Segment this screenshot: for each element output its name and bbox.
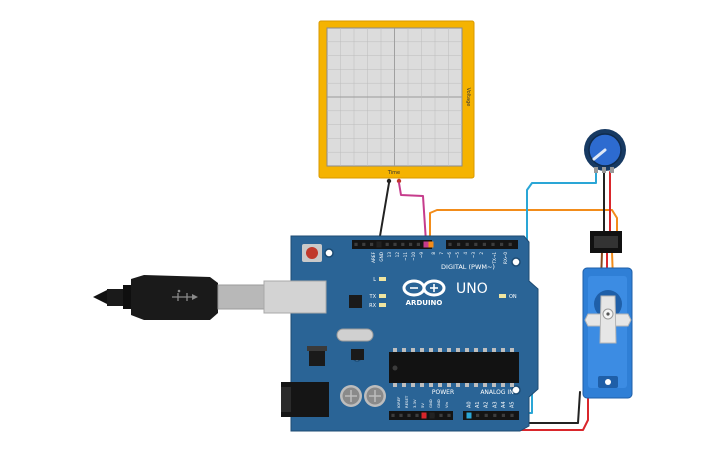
servo-motor[interactable] xyxy=(582,231,633,399)
led-tx xyxy=(379,294,386,298)
digital-pin-label: GND xyxy=(379,252,384,262)
oscilloscope-y-label: Voltage xyxy=(465,88,471,107)
digital-pin-label: RX←0 xyxy=(503,252,508,264)
digital-pin-label: ~3 xyxy=(471,252,476,259)
led-l xyxy=(379,277,386,281)
analog-pin-label: A1 xyxy=(475,401,481,408)
capacitor-2 xyxy=(364,385,386,407)
crystal-oscillator xyxy=(336,328,374,342)
digital-header-right[interactable] xyxy=(446,240,518,249)
analog-pin-label: A4 xyxy=(501,401,507,408)
power-pin-label: 3.3V xyxy=(412,399,417,408)
arduino-brand: ARDUINO xyxy=(406,299,443,307)
digital-pin-label: 4 xyxy=(463,252,468,255)
digital-header-label: DIGITAL (PWM~) xyxy=(441,263,495,271)
analog-pin-label: A5 xyxy=(510,401,516,408)
oscilloscope-x-label: Time xyxy=(387,170,400,176)
usb-controller-chip xyxy=(349,295,362,308)
wire-scope-signal[interactable] xyxy=(398,182,427,243)
power-pin-label: GND xyxy=(436,399,441,408)
digital-pin-label: ~9 xyxy=(419,252,424,259)
usb-plug-metal xyxy=(217,284,265,310)
analog-pin-label: A3 xyxy=(492,401,498,408)
arduino-infinity-logo-icon xyxy=(402,279,446,297)
voltage-regulator xyxy=(309,351,325,366)
power-header-label: POWER xyxy=(432,389,454,396)
digital-pin-label: ~10 xyxy=(411,252,416,261)
led-l-label: L xyxy=(373,277,376,283)
capacitor-1 xyxy=(340,385,362,407)
digital-pin-label: 13 xyxy=(387,252,392,258)
digital-pin-label: ~6 xyxy=(447,252,452,259)
led-rx-label: RX xyxy=(369,303,376,309)
digital-pin-label: ~5 xyxy=(455,252,460,259)
power-pin-label: 5V xyxy=(420,403,425,408)
digital-pin-label: ~11 xyxy=(403,252,408,261)
power-pin-label: RESET xyxy=(404,395,409,408)
analog-header[interactable] xyxy=(463,411,519,420)
board-usb-jack xyxy=(263,280,327,314)
digital-pin-label: 2 xyxy=(479,252,484,255)
led-rx xyxy=(379,303,386,307)
digital-pin-label: 8 xyxy=(431,252,436,255)
atmega-microcontroller xyxy=(389,352,519,383)
power-header[interactable] xyxy=(389,411,453,420)
digital-pin-label: 7 xyxy=(439,252,444,255)
wire-scope-ground[interactable] xyxy=(378,182,390,243)
digital-pin-label: 12 xyxy=(395,252,400,258)
analog-pin-label: A0 xyxy=(467,401,473,408)
oscilloscope[interactable]: Voltage Time xyxy=(318,20,475,184)
digital-header-left[interactable] xyxy=(352,240,432,249)
wire-servo-signal[interactable] xyxy=(429,209,618,243)
digital-pin-label: AREF xyxy=(371,251,376,262)
power-pin-label: Vin xyxy=(444,401,449,408)
analog-pin-label: A2 xyxy=(484,401,490,408)
led-on-label: ON xyxy=(509,294,517,300)
digital-pin-label: TX→1 xyxy=(492,252,497,265)
analog-header-label: ANALOG IN xyxy=(480,389,513,396)
wire-endpoints xyxy=(376,241,472,419)
power-pin-label: GND xyxy=(428,399,433,408)
arduino-model: UNO xyxy=(456,281,488,297)
power-pin-label: IOREF xyxy=(396,397,401,408)
potentiometer[interactable] xyxy=(584,129,626,173)
oscilloscope-probe-negative[interactable] xyxy=(386,178,392,184)
reset-button[interactable] xyxy=(306,247,318,259)
led-on xyxy=(499,294,506,298)
oscilloscope-probe-positive[interactable] xyxy=(396,178,402,184)
led-tx-label: TX xyxy=(369,294,377,300)
oscilloscope-grid xyxy=(327,28,462,166)
potentiometer-indicator xyxy=(592,148,607,161)
